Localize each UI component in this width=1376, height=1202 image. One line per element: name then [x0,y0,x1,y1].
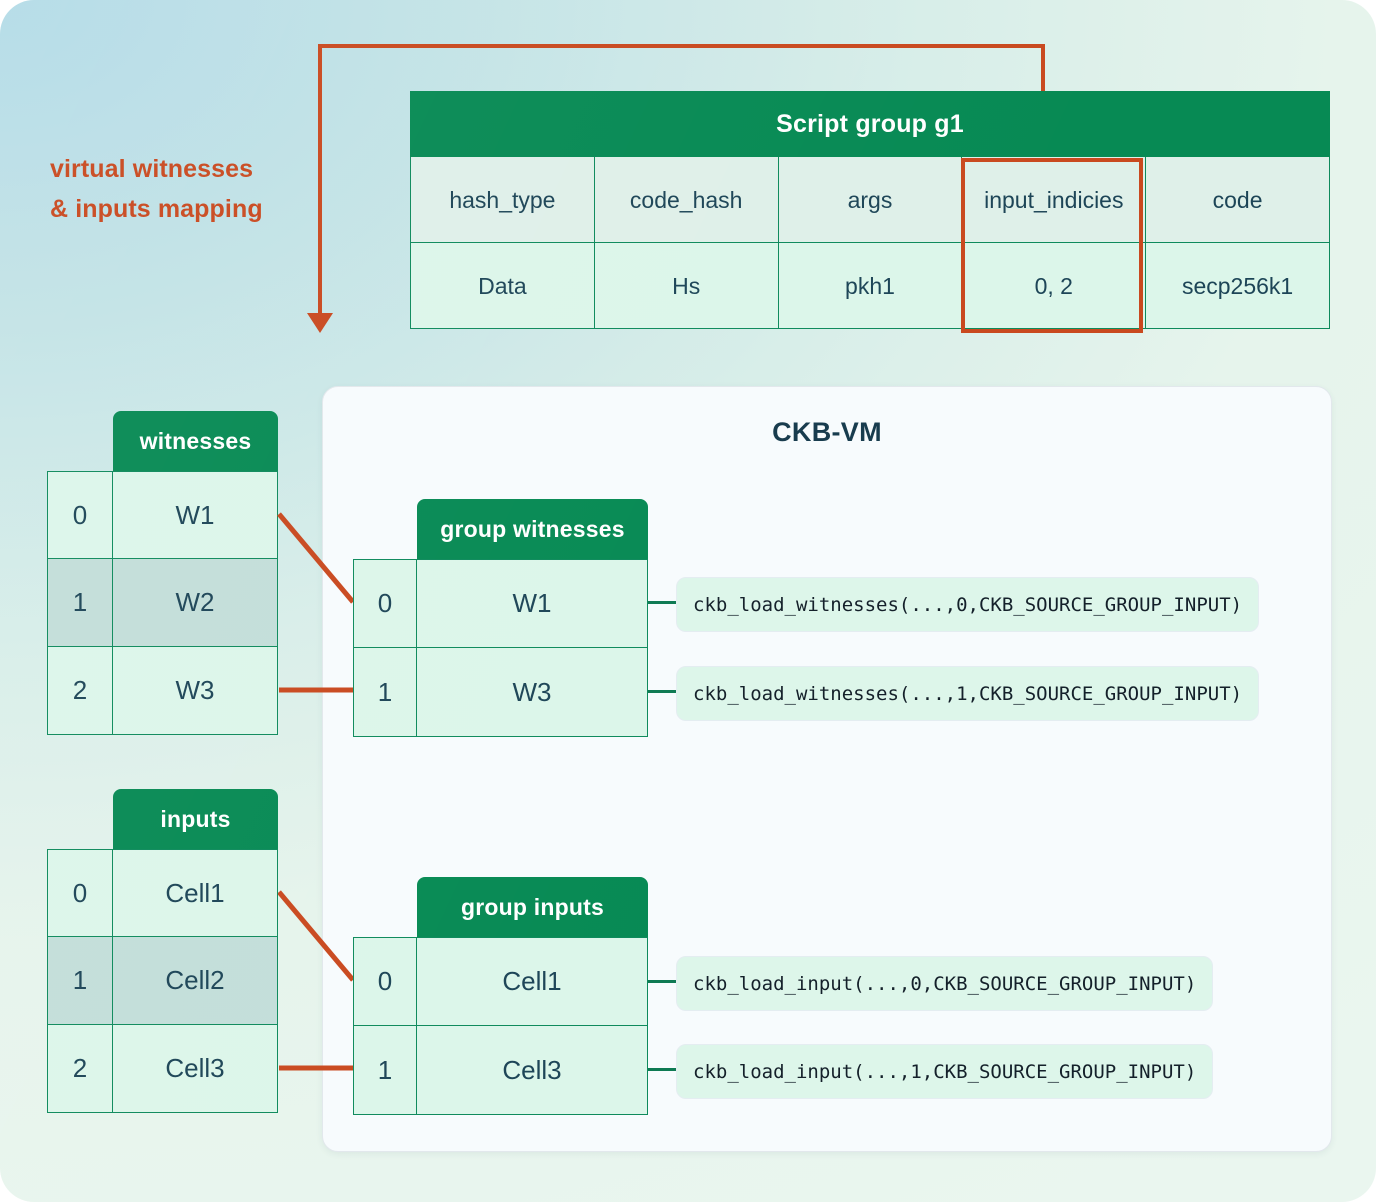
group-witness-value: W1 [417,559,648,648]
mapping-arrowhead-icon [307,313,333,333]
input-value: Cell1 [113,849,278,937]
group-inputs-title: group inputs [417,877,648,937]
witness-value: W2 [113,559,278,647]
table-row: 0 Cell1 [47,849,278,937]
inputs-body: 0 Cell1 1 Cell2 2 Cell3 [47,849,278,1113]
script-group-table: Script group g1 hash_type code_hash args… [410,91,1330,329]
table-row: 0 W1 [353,559,648,648]
script-group-title: Script group g1 [410,91,1330,157]
value-input-indicies: 0, 2 [962,243,1147,329]
witness-value: W3 [113,647,278,735]
call-chip-load-witnesses-0: ckb_load_witnesses(...,0,CKB_SOURCE_GROU… [676,577,1260,632]
group-input-index: 0 [353,937,417,1026]
value-hash-type: Data [410,243,595,329]
call-chip-load-input-1: ckb_load_input(...,1,CKB_SOURCE_GROUP_IN… [676,1044,1214,1099]
group-input-value: Cell1 [417,937,648,1026]
mapping-line-vertical-left [318,44,322,315]
column-header-args: args [778,157,963,243]
call-leader-line [648,601,677,604]
ckb-vm-title: CKB-VM [772,417,882,447]
table-row: 1 Cell2 [47,937,278,1025]
call-leader-line [648,1068,677,1071]
script-group-header-row: hash_type code_hash args input_indicies … [410,157,1330,243]
column-header-code: code [1146,157,1330,243]
witness-value: W1 [113,471,278,559]
input-index: 2 [47,1025,113,1113]
table-row: 1 W2 [47,559,278,647]
annotation-label: virtual witnesses & inputs mapping [50,150,350,229]
table-row: 1 Cell3 [353,1026,648,1115]
input-index: 0 [47,849,113,937]
witness-index: 0 [47,471,113,559]
column-header-hash-type: hash_type [410,157,595,243]
group-inputs-body: 0 Cell1 1 Cell3 [353,937,648,1115]
annotation-line-2: & inputs mapping [50,194,263,223]
group-witness-value: W3 [417,648,648,737]
witnesses-title: witnesses [113,411,278,471]
table-row: 2 W3 [47,647,278,735]
group-witnesses-title: group witnesses [417,499,648,559]
group-witness-index: 0 [353,559,417,648]
value-args: pkh1 [778,243,963,329]
value-code-hash: Hs [594,243,779,329]
group-witnesses-body: 0 W1 1 W3 [353,559,648,737]
value-code: secp256k1 [1146,243,1330,329]
call-chip-load-witnesses-1: ckb_load_witnesses(...,1,CKB_SOURCE_GROU… [676,666,1260,721]
witness-index: 1 [47,559,113,647]
input-index: 1 [47,937,113,1025]
call-leader-line [648,980,677,983]
script-group-value-row: Data Hs pkh1 0, 2 secp256k1 [410,243,1330,329]
mapping-line-horizontal-top [318,44,1045,48]
group-input-index: 1 [353,1026,417,1115]
witness-index: 2 [47,647,113,735]
annotation-line-1: virtual witnesses [50,155,254,183]
input-value: Cell2 [113,937,278,1025]
group-witness-index: 1 [353,648,417,737]
call-leader-line [648,690,677,693]
table-row: 0 Cell1 [353,937,648,1026]
table-row: 0 W1 [47,471,278,559]
call-chip-load-input-0: ckb_load_input(...,0,CKB_SOURCE_GROUP_IN… [676,956,1214,1011]
input-value: Cell3 [113,1025,278,1113]
table-row: 1 W3 [353,648,648,737]
inputs-title: inputs [113,789,278,849]
column-header-code-hash: code_hash [594,157,779,243]
witnesses-body: 0 W1 1 W2 2 W3 [47,471,278,735]
table-row: 2 Cell3 [47,1025,278,1113]
group-input-value: Cell3 [417,1026,648,1115]
column-header-input-indicies: input_indicies [962,157,1147,243]
